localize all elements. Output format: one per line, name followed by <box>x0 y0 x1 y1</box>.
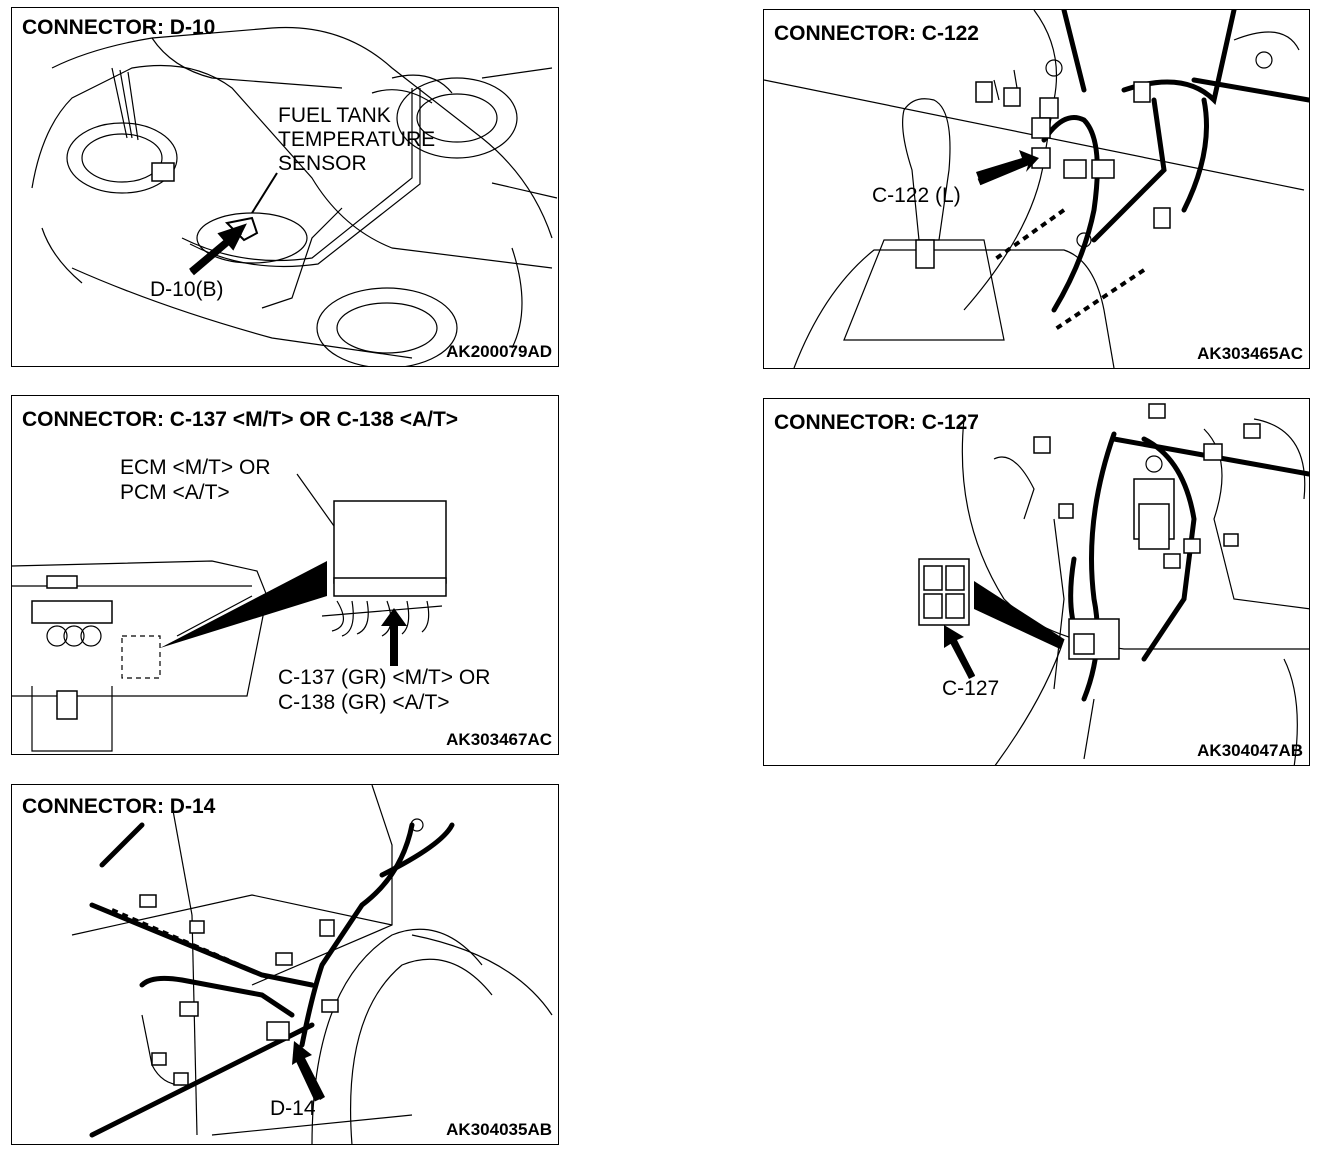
panel-title: CONNECTOR: D-14 <box>22 795 216 818</box>
arrow-icon <box>292 1041 325 1100</box>
arrow-icon <box>381 608 407 666</box>
arrow-icon <box>976 150 1039 180</box>
panel-title: CONNECTOR: D-10 <box>22 16 216 39</box>
module-label-line-2: PCM <A/T> <box>120 481 230 504</box>
module-label-line-1: ECM <M/T> OR <box>120 456 271 479</box>
shift-console-illustration <box>764 10 1309 368</box>
rear-wheel-harness-illustration <box>71 785 553 1144</box>
connector-label: D-10(B) <box>150 278 224 301</box>
sensor-label-line-3: SENSOR <box>278 152 367 175</box>
figure-code: AK303465AC <box>1197 344 1303 363</box>
figure-code: AK304047AB <box>1197 741 1303 760</box>
connector-label-line-1: C-137 (GR) <M/T> OR <box>278 666 491 689</box>
panel-title: CONNECTOR: C-127 <box>774 411 979 434</box>
panel-title: CONNECTOR: C-137 <M/T> OR C-138 <A/T> <box>22 408 459 431</box>
panel-c127: CONNECTOR: C-127 C-127 AK304047AB <box>763 398 1310 766</box>
connector-label: C-122 (L) <box>872 184 961 207</box>
panel-title: CONNECTOR: C-122 <box>774 22 979 45</box>
connector-label: C-127 <box>942 677 1000 700</box>
fuel-tank-illustration <box>31 26 558 366</box>
ecm-location-illustration <box>12 473 447 752</box>
sensor-label-line-2: TEMPERATURE <box>278 128 436 151</box>
panel-c122: CONNECTOR: C-122 C-122 (L) AK303465AC <box>763 9 1310 369</box>
figure-code: AK200079AD <box>446 342 552 361</box>
connector-label-line-2: C-138 (GR) <A/T> <box>278 691 450 714</box>
panel-c137: CONNECTOR: C-137 <M/T> OR C-138 <A/T> EC… <box>11 395 559 755</box>
connector-label: D-14 <box>270 1097 316 1120</box>
sensor-label-line-1: FUEL TANK <box>278 104 391 127</box>
panel-d10: CONNECTOR: D-10 FUEL TANK TEMPERATURE SE… <box>11 7 559 367</box>
panel-d14: CONNECTOR: D-14 D-14 AK304035AB <box>11 784 559 1145</box>
figure-code: AK304035AB <box>446 1120 552 1139</box>
junction-harness-illustration <box>918 403 1309 765</box>
figure-code: AK303467AC <box>446 730 552 749</box>
